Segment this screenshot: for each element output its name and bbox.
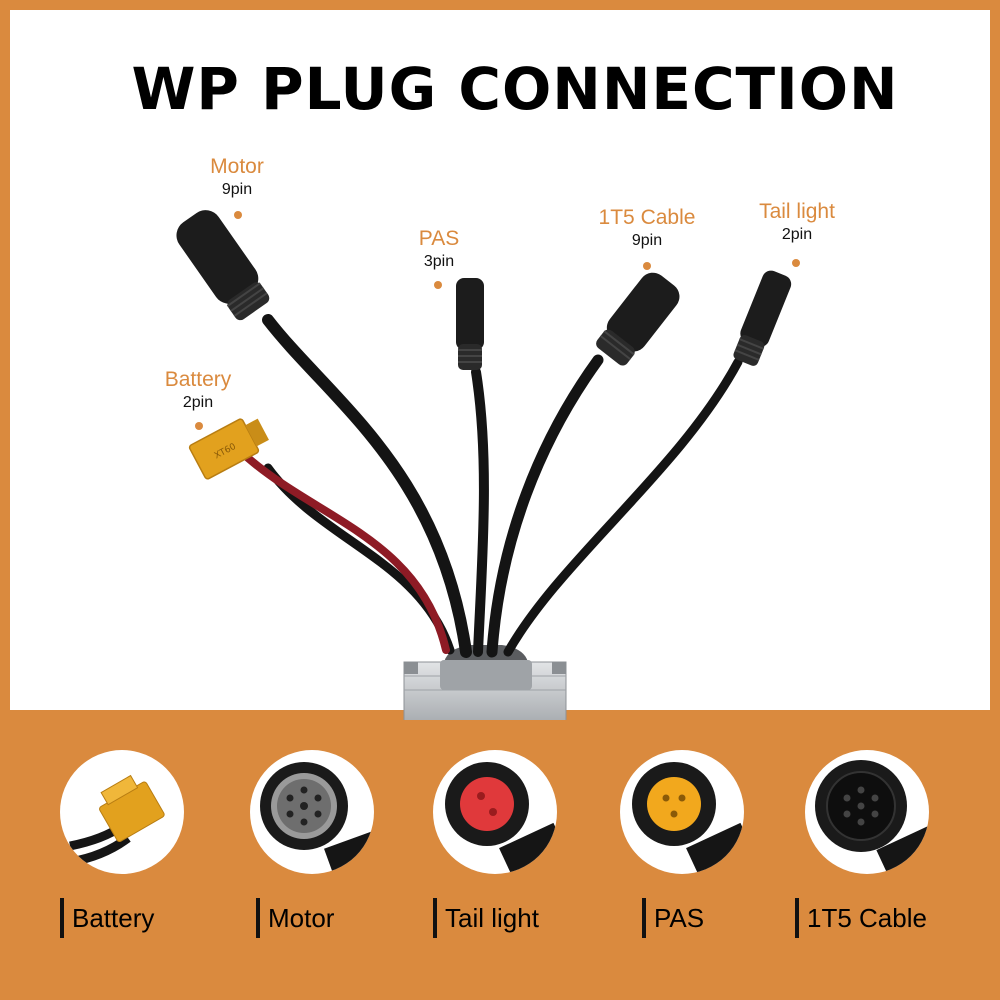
- caption-bar: [60, 898, 64, 938]
- callout-pas: PAS 3pin: [349, 227, 529, 273]
- caption-bar: [256, 898, 260, 938]
- callout-motor: Motor 9pin: [147, 155, 327, 201]
- callout-pas-dot: [434, 281, 442, 289]
- legend-caption-1t5-cable: 1T5 Cable: [795, 898, 927, 938]
- legend-label-battery: Battery: [72, 902, 155, 933]
- legend-caption-motor: Motor: [256, 898, 334, 938]
- cables: [244, 314, 743, 658]
- legend-label-pas: PAS: [654, 902, 705, 933]
- callout-1t5-cable: 1T5 Cable 9pin: [557, 206, 737, 252]
- callout-tail-light-dot: [792, 259, 800, 267]
- callout-pas-name: PAS: [418, 227, 460, 250]
- wiring-harness-illustration: XT60: [176, 210, 792, 720]
- xt60-connector-icon: [60, 750, 184, 874]
- xt60-battery-connector: XT60: [188, 418, 269, 480]
- pas-3pin-plug-icon: [620, 750, 744, 874]
- legend-caption-tail-light: Tail light: [433, 898, 539, 938]
- callout-motor-name: Motor: [210, 155, 264, 178]
- caption-bar: [433, 898, 437, 938]
- controller-box: [403, 645, 567, 720]
- legend-label-1t5-cable: 1T5 Cable: [807, 902, 927, 933]
- callout-motor-dot: [234, 211, 242, 219]
- motor-9pin-plug-icon: [250, 750, 374, 874]
- legend-label-tail-light: Tail light: [445, 902, 539, 933]
- tail-light-2pin-plug-icon: [433, 750, 557, 874]
- callout-battery-dot: [195, 422, 203, 430]
- callout-1t5-cable-dot: [643, 262, 651, 270]
- callout-tail-light-pins: 2pin: [781, 226, 813, 243]
- callout-battery: Battery 2pin: [108, 368, 288, 414]
- callout-1t5-cable-name: 1T5 Cable: [598, 206, 696, 229]
- legend-caption-battery: Battery: [60, 898, 154, 938]
- callout-1t5-cable-pins: 9pin: [631, 232, 663, 249]
- caption-bar: [795, 898, 799, 938]
- callout-battery-pins: 2pin: [182, 394, 214, 411]
- 1t5-9pin-plug-icon: [805, 750, 929, 874]
- callout-battery-name: Battery: [164, 368, 232, 391]
- tail-light-plug: [733, 270, 792, 366]
- callout-tail-light-name: Tail light: [759, 200, 835, 223]
- callout-motor-pins: 9pin: [221, 181, 253, 198]
- callout-tail-light: Tail light 2pin: [707, 200, 887, 246]
- connector-legend-panel: Battery: [0, 710, 1000, 1000]
- legend-caption-pas: PAS: [642, 898, 704, 938]
- 1t5-cable-plug: [596, 272, 680, 366]
- motor-plug: [176, 210, 270, 321]
- caption-bar: [642, 898, 646, 938]
- page-title: WP PLUG CONNECTION: [131, 55, 899, 123]
- legend-label-motor: Motor: [268, 902, 335, 933]
- callout-pas-pins: 3pin: [423, 253, 455, 270]
- pas-plug: [456, 278, 484, 370]
